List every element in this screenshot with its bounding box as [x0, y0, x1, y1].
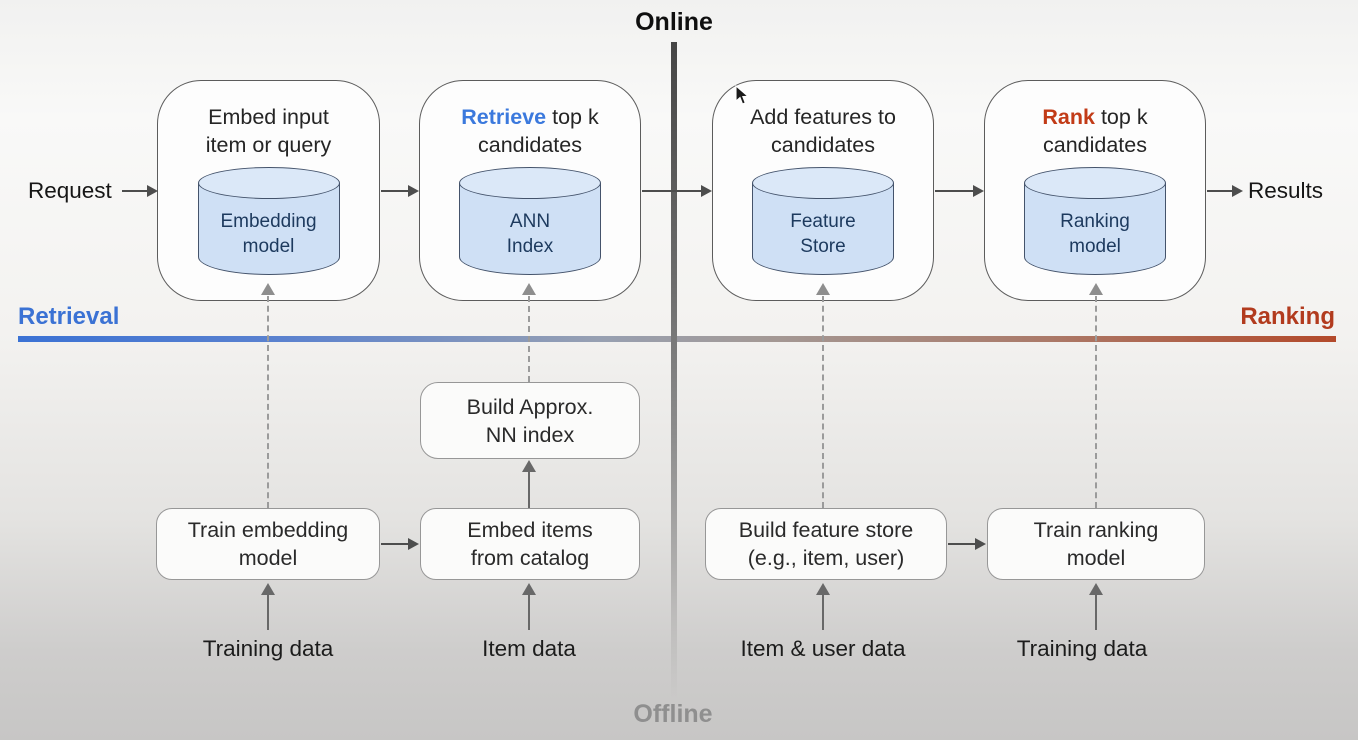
rank-box: Rank top k candidates Ranking model [984, 80, 1206, 301]
results-arrow [1207, 185, 1243, 197]
retrieve-to-features-arrow [642, 185, 712, 197]
retrieval-ranking-gradient-divider [18, 336, 1336, 342]
train-ranking-box: Train ranking model [987, 508, 1205, 580]
ranking-model-label: Ranking model [1060, 210, 1130, 257]
training-data-right-arrow [1089, 583, 1103, 630]
training-data-right-label: Training data [1016, 636, 1148, 661]
embed-input-box: Embed input item or query Embedding mode… [157, 80, 380, 301]
embed-items-to-build-ann-arrow [522, 460, 536, 508]
retrieval-label: Retrieval [18, 303, 120, 330]
train-ranking-label: Train ranking model [1033, 518, 1159, 570]
feature-store-build-dashed-arrow [816, 283, 830, 508]
item-data-arrow [522, 583, 536, 630]
embedding-model-cylinder-icon: Embedding model [197, 167, 340, 275]
embed-to-retrieve-arrow [381, 185, 419, 197]
build-feature-store-label: Build feature store (e.g., item, user) [738, 518, 914, 570]
request-arrow [122, 185, 158, 197]
add-features-box: Add features to candidates Feature Store [712, 80, 934, 301]
item-user-data-arrow [816, 583, 830, 630]
embed-items-label: Embed items from catalog [467, 518, 593, 570]
embed-input-title: Embed input item or query [205, 105, 332, 157]
build-ann-to-index-dashed-arrow [522, 283, 536, 382]
rank-title: Rank top k candidates [1042, 105, 1148, 157]
results-label: Results [1248, 178, 1324, 203]
ann-index-label: ANN Index [506, 210, 554, 257]
training-data-left-label: Training data [202, 636, 334, 661]
ranking-model-cylinder-icon: Ranking model [1024, 167, 1166, 275]
mouse-cursor-icon [735, 85, 750, 105]
training-data-left-arrow [261, 583, 275, 630]
item-user-data-label: Item & user data [740, 636, 906, 661]
train-embedding-box: Train embedding model [156, 508, 380, 580]
item-data-label: Item data [482, 636, 576, 661]
retrieve-title: Retrieve top k candidates [461, 105, 599, 157]
embed-items-box: Embed items from catalog [420, 508, 640, 580]
online-offline-divider [671, 42, 677, 700]
train-embedding-label: Train embedding model [187, 518, 349, 570]
train-embedding-to-model-dashed-arrow [261, 283, 275, 508]
train-ranking-to-model-dashed-arrow [1089, 283, 1103, 508]
online-label: Online [635, 8, 713, 36]
request-label: Request [28, 178, 112, 203]
ann-index-cylinder-icon: ANN Index [459, 167, 601, 275]
feature-store-to-train-ranking-arrow [948, 538, 986, 550]
add-features-title: Add features to candidates [750, 105, 896, 157]
build-feature-store-box: Build feature store (e.g., item, user) [705, 508, 947, 580]
train-embedding-to-embed-items-arrow [381, 538, 419, 550]
ranking-label: Ranking [1240, 303, 1335, 330]
build-ann-index-box: Build Approx. NN index [420, 382, 640, 459]
retrieve-box: Retrieve top k candidates ANN Index [419, 80, 641, 301]
feature-store-cylinder-icon: Feature Store [752, 167, 894, 275]
feature-store-label: Feature Store [790, 210, 856, 257]
build-ann-index-label: Build Approx. NN index [466, 394, 594, 447]
features-to-rank-arrow [935, 185, 984, 197]
offline-label: Offline [633, 700, 713, 728]
embedding-model-label: Embedding model [220, 210, 317, 257]
